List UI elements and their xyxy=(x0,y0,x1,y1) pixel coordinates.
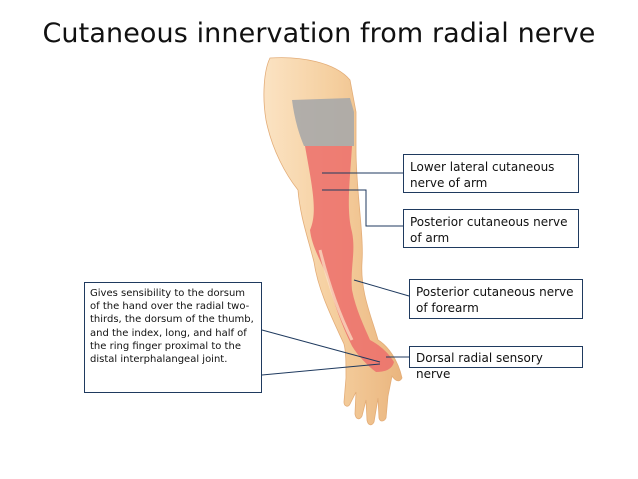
leader-description-bottom xyxy=(261,363,381,376)
forearm-highlight xyxy=(318,249,354,341)
leader-posterior-forearm xyxy=(353,279,410,297)
label-posterior-cutaneous-nerve-forearm: Posterior cutaneous nerve of forearm xyxy=(409,279,583,319)
leader-posterior-arm xyxy=(322,189,403,227)
leader-description-top xyxy=(261,329,381,363)
label-lower-lateral-cutaneous-nerve: Lower lateral cutaneous nerve of arm xyxy=(403,154,579,193)
label-posterior-cutaneous-nerve-arm: Posterior cutaneous nerve of arm xyxy=(403,209,579,248)
page-title: Cutaneous innervation from radial nerve xyxy=(42,18,596,49)
label-dorsal-radial-sensory-nerve: Dorsal radial sensory nerve xyxy=(409,346,583,381)
description-box: Gives sensibility to the dorsum of the h… xyxy=(84,282,262,393)
radial-nerve-zone xyxy=(305,146,394,372)
shoulder-zone xyxy=(292,98,354,146)
leader-lines xyxy=(261,172,410,376)
